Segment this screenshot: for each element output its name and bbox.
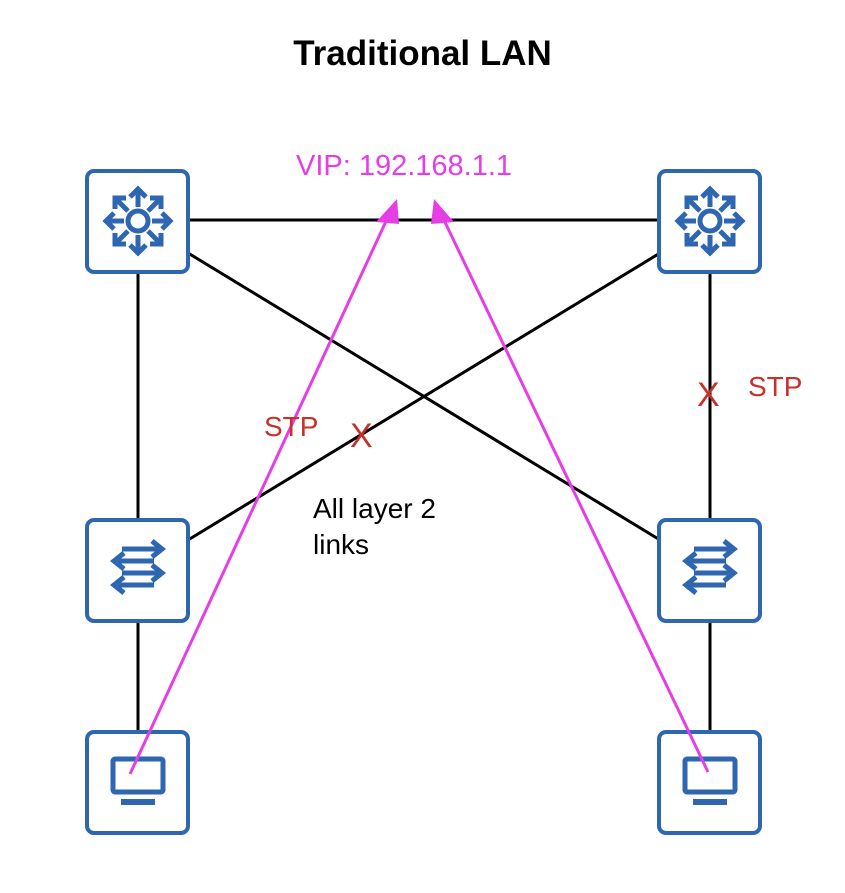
vip-arrow-left — [128, 199, 399, 775]
access-switch-right[interactable] — [657, 518, 762, 623]
vip-label: VIP: 192.168.1.1 — [296, 150, 513, 182]
vip-arrow-right — [431, 199, 710, 773]
layer2-note-line2: links — [313, 529, 370, 560]
access-switch-left[interactable] — [85, 518, 190, 623]
host-left[interactable] — [85, 730, 190, 835]
layer2-note-line1: All layer 2 — [313, 493, 436, 524]
stp-blocked-marker-left: X — [350, 417, 373, 455]
stp-blocked-marker-right: X — [697, 376, 720, 414]
stp-label-left: STP — [264, 411, 319, 442]
core-switch-left[interactable] — [85, 169, 190, 274]
arrowhead-icon — [376, 199, 399, 224]
layer2-links — [136, 218, 712, 732]
layer2-note: All layer 2 links — [313, 491, 436, 563]
diagram-title: Traditional LAN — [293, 34, 552, 73]
core-switch-right[interactable] — [657, 169, 762, 274]
arrowhead-icon — [431, 199, 454, 224]
link-core-right-to-access-left — [187, 251, 661, 542]
stp-label-right: STP — [748, 371, 803, 402]
host-right[interactable] — [657, 730, 762, 835]
